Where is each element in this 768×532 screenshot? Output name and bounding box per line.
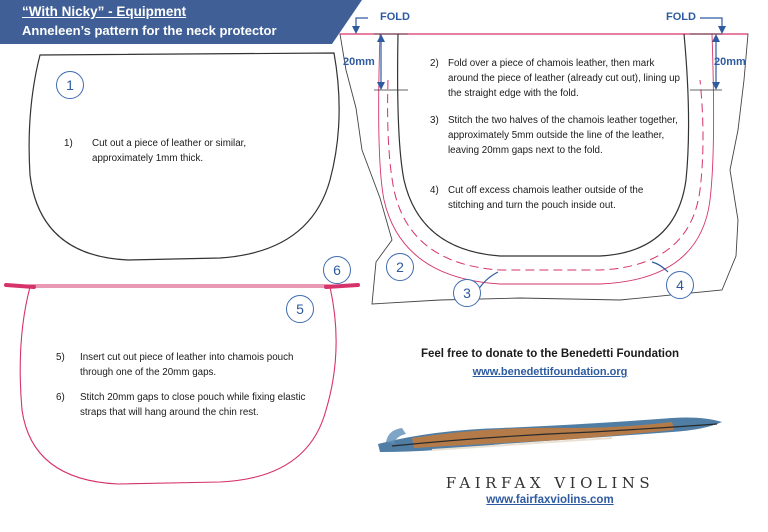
gap-arrowhead-right-down: [712, 82, 720, 90]
step-2-number: 2): [430, 58, 439, 69]
donate-text: Feel free to donate to the Benedetti Fou…: [420, 348, 680, 360]
step-4: 4) Cut off excess chamois leather outsid…: [430, 183, 680, 213]
step-6-text: Stitch 20mm gaps to close pouch while fi…: [80, 392, 306, 418]
step-2-text: Fold over a piece of chamois leather, th…: [448, 58, 681, 99]
step-5: 5) Insert cut out piece of leather into …: [56, 350, 306, 380]
step-6-number: 6): [56, 392, 65, 403]
step-1: 1) Cut out a piece of leather or similar…: [64, 136, 294, 166]
cut-line: [378, 33, 715, 285]
step-1-text: Cut out a piece of leather or similar, a…: [92, 138, 247, 164]
leather-piece-outline: [28, 52, 340, 261]
step-badge-1: 1: [56, 71, 84, 99]
fold-label-left: FOLD: [380, 11, 410, 23]
step-3: 3) Stitch the two halves of the chamois …: [430, 113, 680, 158]
fold-arrowhead-right: [718, 26, 726, 34]
step-3-text: Stitch the two halves of the chamois lea…: [448, 115, 678, 156]
step-1-number: 1): [64, 138, 73, 149]
step-badge-5: 5: [286, 295, 314, 323]
fold-label-right: FOLD: [666, 11, 696, 23]
fold-arrowhead-left: [352, 26, 360, 34]
step-badge-3: 3: [453, 279, 481, 307]
chamois-sheet-outline: [339, 33, 749, 305]
gap-arrowhead-right-up: [712, 34, 720, 42]
header-title: “With Nicky” - Equipment: [22, 4, 187, 19]
step-5-text: Insert cut out piece of leather into cha…: [80, 352, 294, 378]
gap-arrowhead-left-up: [377, 34, 385, 42]
step-badge-4: 4: [666, 271, 694, 299]
header-subtitle: Anneleen’s pattern for the neck protecto…: [22, 23, 277, 38]
gap-label-right: 20mm: [714, 56, 746, 68]
donate-link[interactable]: www.benedettifoundation.org: [472, 366, 628, 378]
step-2: 2) Fold over a piece of chamois leather,…: [430, 56, 680, 101]
header-banner: “With Nicky” - Equipment Anneleen’s patt…: [0, 0, 768, 46]
brand-name: FAIRFAX VIOLINS: [445, 474, 655, 492]
step-4-number: 4): [430, 185, 439, 196]
step-4-text: Cut off excess chamois leather outside o…: [448, 185, 644, 211]
stitch-line: [387, 79, 704, 271]
gap-label-left: 20mm: [343, 56, 375, 68]
brand-link[interactable]: www.fairfaxviolins.com: [486, 494, 614, 506]
fold-arrow-right: [700, 17, 723, 30]
header-banner-shape: [0, 0, 362, 44]
pointer-4: [651, 261, 669, 273]
step-6: 6) Stitch 20mm gaps to close pouch while…: [56, 390, 306, 420]
step-badge-2: 2: [386, 253, 414, 281]
step-3-number: 3): [430, 115, 439, 126]
pouch-outline: [19, 286, 337, 485]
step-5-number: 5): [56, 352, 65, 363]
gap-arrowhead-left-down: [377, 82, 385, 90]
violin-bow-logo: [378, 417, 722, 452]
step-badge-6: 6: [323, 256, 351, 284]
traced-leather-outline: [397, 33, 690, 257]
